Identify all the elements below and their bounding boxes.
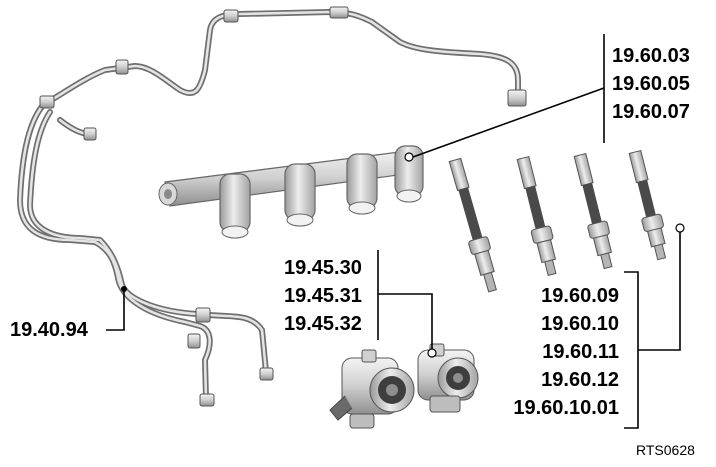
fuel-pumps [329,343,479,429]
callout-line: 19.60.07 [612,101,690,123]
callout-line: 19.60.09 [541,285,619,307]
callout-fuel-pipe: 19.40.94 [10,316,88,344]
callout-line: 19.45.32 [284,313,362,335]
callout-line: 19.60.12 [541,369,619,391]
callout-line: 19.60.11 [542,341,619,363]
fuel-rail [158,145,424,239]
fuel-injectors [448,149,685,293]
callout-injector: 19.60.09 19.60.10 19.60.11 19.60.12 19.6… [497,282,619,422]
callout-fuel-rail: 19.60.03 19.60.05 19.60.07 [612,42,690,126]
callout-line: 19.45.31 [284,285,362,307]
leader-lines [106,34,681,429]
callout-line: 19.45.30 [284,257,362,279]
callout-line: 19.60.10.01 [513,397,619,419]
figure-reference: RTS0628 [636,442,695,458]
callout-line: 19.60.05 [612,73,690,95]
fuel-pipe-assembly [17,6,527,407]
callout-fuel-pump: 19.45.30 19.45.31 19.45.32 [284,254,362,338]
callout-line: 19.60.10 [541,313,619,335]
callout-line: 19.60.03 [612,45,690,67]
callout-line: 19.40.94 [10,319,88,341]
